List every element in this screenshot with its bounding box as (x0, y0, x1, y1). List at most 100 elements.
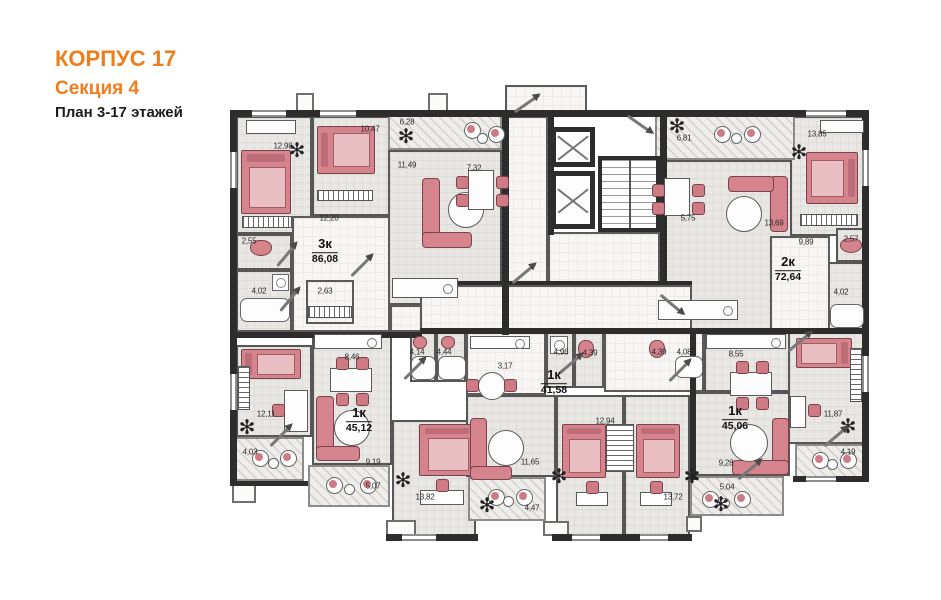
toilet (250, 240, 272, 256)
bed (636, 424, 680, 478)
toilet (840, 238, 862, 253)
dining-chair (496, 194, 509, 207)
washing-machine (550, 336, 568, 354)
plant-icon: ✻ (790, 142, 808, 164)
desk (790, 396, 806, 428)
desk-chair (586, 481, 599, 494)
bed (317, 126, 375, 174)
kitchen-counter (392, 278, 458, 298)
wall (502, 110, 509, 335)
sofa (470, 466, 512, 480)
room-area-label: 4,03 (242, 447, 258, 457)
apartment-type-label: 1к (345, 405, 373, 423)
apartment-area-label: 72,64 (774, 271, 802, 284)
wardrobe (317, 190, 373, 201)
balcony-chair (464, 122, 481, 139)
wall (548, 113, 554, 235)
room-area-label: 4,19 (840, 447, 856, 457)
bed (419, 424, 475, 476)
dining-chair (496, 176, 509, 189)
dining-table (330, 368, 372, 392)
room-area-label: 8,46 (344, 352, 360, 362)
wall (230, 481, 308, 486)
title-block: КОРПУС 17 Секция 4 План 3-17 этажей (55, 44, 183, 125)
dining-chair (336, 393, 349, 406)
room-area-label: 4,44 (436, 347, 452, 357)
room-area-label: 9,19 (365, 457, 381, 467)
wardrobe (308, 306, 352, 318)
room-area-label: 6,81 (676, 133, 692, 143)
dining-chair (356, 393, 369, 406)
balcony-chair (488, 489, 505, 506)
room-area-label: 3,17 (497, 361, 513, 371)
window (402, 534, 436, 541)
desk-chair (650, 481, 663, 494)
apartment-area-label: 45,06 (721, 420, 749, 433)
elevator-shaft (551, 171, 595, 229)
wall (504, 110, 662, 117)
balcony-chair (360, 477, 377, 494)
room-area-label: 5,75 (680, 213, 696, 223)
door-swing-icon (626, 114, 654, 135)
dining-chair (692, 202, 705, 215)
apartment-type-label: 1к (540, 367, 568, 385)
window (640, 534, 668, 541)
kitchen-counter (470, 336, 530, 349)
sofa (422, 178, 440, 240)
room-area-label: 7,32 (466, 163, 482, 173)
dining-table (664, 178, 690, 216)
room-area-label: 12,94 (595, 416, 615, 426)
room-area-label: 12,20 (319, 213, 339, 223)
dining-chair (504, 379, 517, 392)
toilet (413, 336, 427, 349)
dining-chair (456, 176, 469, 189)
balcony-table (344, 484, 355, 495)
room-area-label: 5,07 (365, 481, 381, 491)
window (862, 150, 869, 186)
room-area-label: 13,85 (807, 129, 827, 139)
window (572, 534, 600, 541)
wall (420, 328, 696, 334)
room-living-1149 (388, 150, 502, 305)
room-area-label: 9,28 (718, 458, 734, 468)
plant-icon: ✻ (288, 140, 306, 162)
plant-icon: ✻ (712, 494, 730, 516)
dining-chair (466, 379, 479, 392)
room-area-label: 11,65 (520, 457, 540, 467)
plant-icon: ✻ (683, 466, 701, 488)
balcony-chair (326, 477, 343, 494)
plant-icon: ✻ (478, 495, 496, 517)
room-area-label: 4,47 (524, 503, 540, 513)
wall (552, 534, 692, 541)
room-area-label: 4,02 (833, 287, 849, 297)
wall (660, 110, 667, 285)
apartment-area-label: 45,12 (345, 422, 373, 435)
balcony-chair (840, 452, 857, 469)
room-area-label: 6,28 (399, 117, 415, 127)
bathtub (438, 356, 466, 380)
round-dining-table (478, 372, 506, 400)
balcony-chair (744, 126, 761, 143)
balcony-table (268, 458, 279, 469)
plant-icon: ✻ (397, 126, 415, 148)
dining-chair (692, 184, 705, 197)
bed (562, 424, 606, 478)
bed (796, 338, 852, 368)
desk (820, 120, 864, 133)
dining-chair (356, 357, 369, 370)
dining-chair (652, 184, 665, 197)
room-area-label: 13,82 (415, 492, 435, 502)
plant-icon: ✻ (550, 466, 568, 488)
wall (862, 110, 869, 482)
dining-table (468, 170, 494, 210)
window (320, 110, 356, 117)
sofa (728, 176, 774, 192)
room-area-label: 4,96 (553, 347, 569, 357)
apartment-area-label: 41,58 (540, 384, 568, 397)
balcony-table (827, 459, 838, 470)
balcony-chair (516, 489, 533, 506)
kitchen-counter (706, 334, 786, 349)
dining-chair (756, 397, 769, 410)
room-area-label: 10,47 (360, 124, 380, 134)
